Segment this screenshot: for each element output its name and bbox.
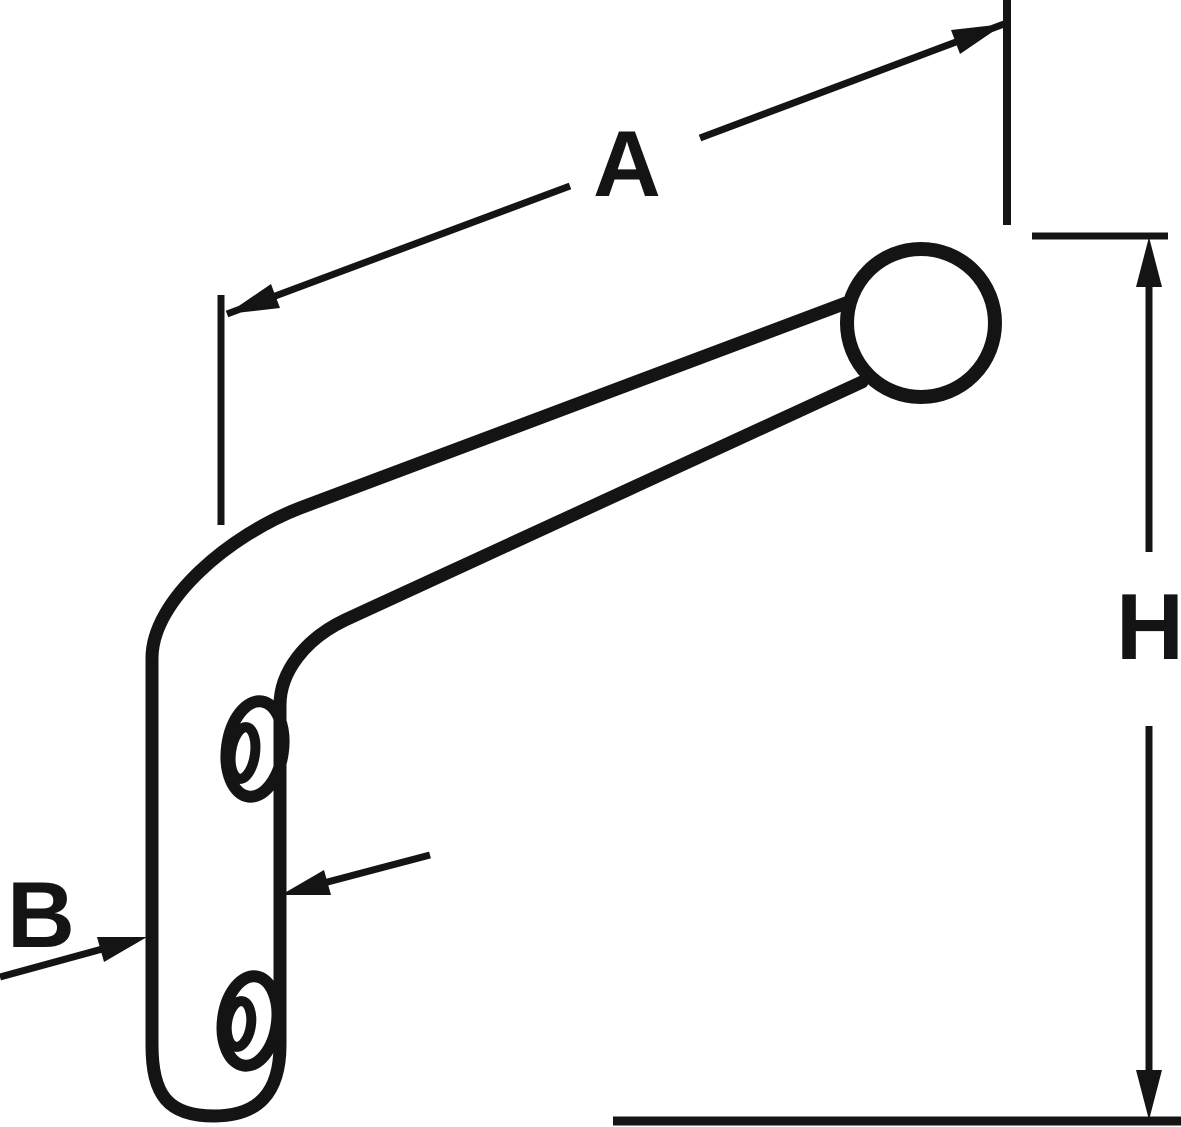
dimension-h: H	[613, 232, 1181, 1126]
dimension-a-label: A	[593, 111, 661, 216]
dimension-b-arrowhead-left-icon	[97, 937, 147, 962]
dimension-b-arrowhead-right-icon	[281, 870, 331, 895]
lower-hole-bore	[221, 996, 257, 1052]
dimension-h-arrowhead-bottom-icon	[1136, 1070, 1162, 1120]
upper-mounting-hole	[220, 695, 290, 803]
dimension-a-arrowhead-left-icon	[227, 284, 280, 314]
ball-end	[840, 242, 1002, 404]
upper-hole-bore	[225, 722, 261, 784]
dimension-b-label: B	[7, 862, 75, 967]
lower-mounting-hole	[216, 970, 284, 1072]
dimension-b: B	[0, 851, 431, 981]
dimension-a-arrowhead-right-icon	[951, 24, 1004, 54]
bracket-outline	[145, 296, 869, 1123]
dimension-h-arrowhead-top-icon	[1136, 237, 1162, 287]
dimension-b-leader-line-right	[319, 851, 431, 888]
dimension-b-leader-line-left	[0, 944, 107, 981]
dimension-a-line-left-segment	[225, 182, 572, 318]
bracket-part	[145, 242, 1002, 1123]
dimension-a-line-right-segment	[698, 20, 1006, 142]
dimension-a: A	[217, 0, 1011, 525]
dimension-h-label: H	[1116, 574, 1181, 679]
